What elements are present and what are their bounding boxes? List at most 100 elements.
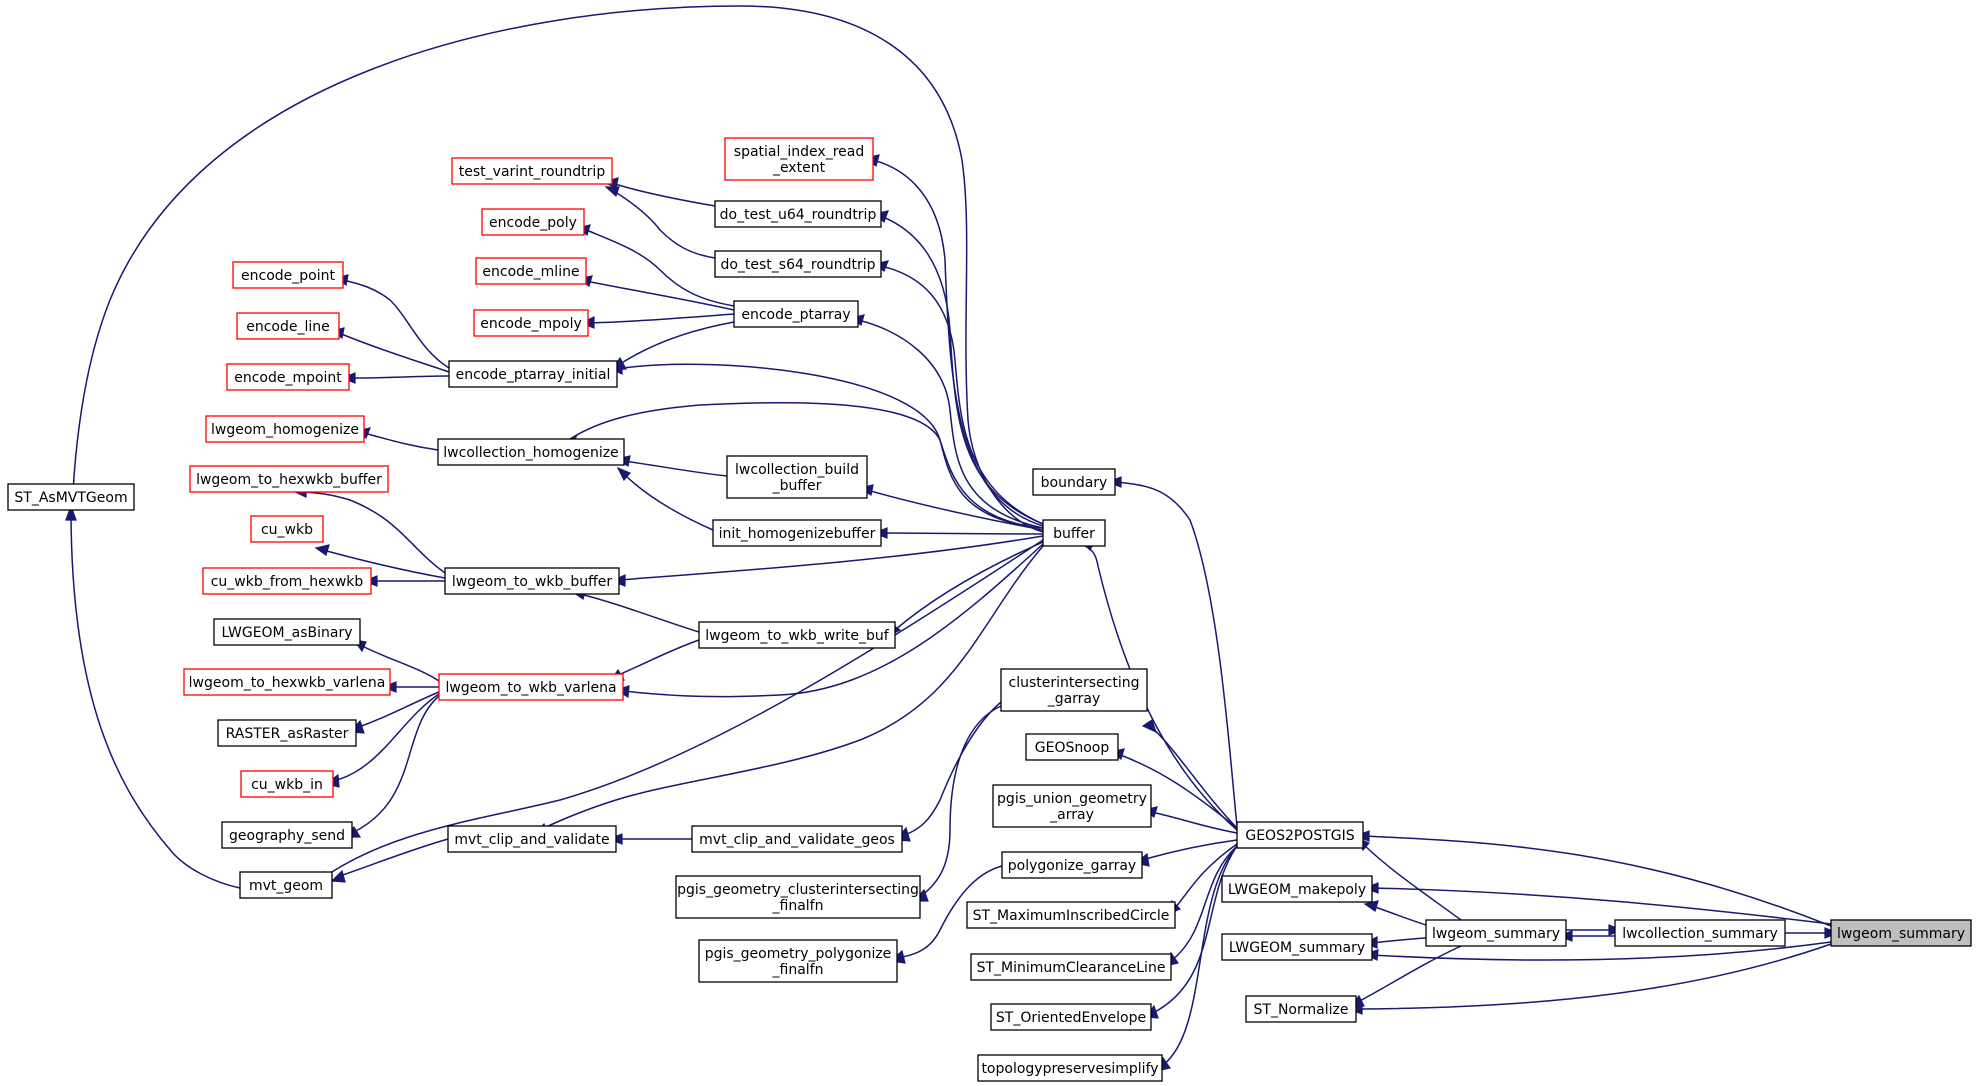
function-node-mvt_geom[interactable]: mvt_geom [239,871,333,899]
arrowhead-icon [616,466,631,482]
function-node-buffer[interactable]: buffer [1042,519,1106,547]
node-label: lwcollection_homogenize [443,445,618,461]
function-node-lwcollection_summary[interactable]: lwcollection_summary [1614,919,1786,947]
node-box [1000,668,1148,712]
node-label: lwcollection_summary [1622,926,1778,942]
function-node-cu_wkb_from_hexwkb[interactable]: cu_wkb_from_hexwkb [202,567,372,595]
function-node-spatial_index_read_extent[interactable]: spatial_index_read_extent [724,137,874,181]
edge-line [901,701,1002,837]
function-node-pgis_geometry_polygonize_finalfn[interactable]: pgis_geometry_polygonize_finalfn [698,939,898,983]
node-label: cu_wkb_from_hexwkb [211,574,364,590]
nodes-layer: ST_AsMVTGeom mvt_geom test_varint_roundtri… [7,137,1972,1082]
function-node-do_test_u64_roundtrip[interactable]: do_test_u64_roundtrip [714,200,882,228]
edge-line [70,509,241,889]
call-edge-buffer-to-init_homogenizebuffer [872,527,1044,539]
function-node-lwcollection_homogenize[interactable]: lwcollection_homogenize [437,438,625,466]
edge-line [342,279,450,369]
function-node-do_test_s64_roundtrip[interactable]: do_test_s64_roundtrip [714,250,882,278]
function-node-st_orientedenvelope[interactable]: ST_OrientedEnvelope [990,1003,1152,1031]
function-node-test_varint_roundtrip[interactable]: test_varint_roundtrip [451,157,613,185]
function-node-topologypreservesimplify[interactable]: topologypreservesimplify [977,1054,1163,1082]
function-node-lwgeom_to_wkb_write_buf[interactable]: lwgeom_to_wkb_write_buf [698,621,896,649]
edge-line [880,215,1044,525]
edge-line [1141,839,1238,861]
function-node-lwgeom_summary_caller[interactable]: LWGEOM_summary [1221,933,1373,961]
edge-line [348,375,450,379]
function-node-encode_mline[interactable]: encode_mline [475,257,587,285]
function-node-clusterintersecting_garray[interactable]: clusterintersecting_garray [1000,668,1148,712]
function-node-lwgeom_to_wkb_varlena[interactable]: lwgeom_to_wkb_varlena [438,673,624,701]
node-label: GEOSnoop [1035,740,1110,756]
node-box [977,1054,1163,1082]
node-label: mvt_clip_and_validate_geos [699,832,895,848]
function-node-pgis_union_geometry_array[interactable]: pgis_union_geometry_array [992,784,1152,828]
arrowhead-icon [330,869,346,883]
function-node-pgis_geometry_clusterintersecting_finalfn[interactable]: pgis_geometry_clusterintersecting_finalf… [675,875,921,919]
function-node-lwgeom_asbinary[interactable]: LWGEOM_asBinary [213,618,361,646]
call-edge-lwgeom_summary_mid-to-lwgeom_summary_caller [1363,936,1427,949]
function-node-encode_mpoly[interactable]: encode_mpoly [473,309,589,337]
function-node-lwgeom_homogenize[interactable]: lwgeom_homogenize [205,415,365,443]
node-box [226,363,350,391]
node-box [7,483,135,511]
node-box [451,157,613,185]
call-edge-mvt_clip_and_validate_geos-to-mvt_clip_and_validate [607,833,692,845]
node-label: _buffer [772,478,822,494]
function-node-raster_asraster[interactable]: RASTER_asRaster [217,719,357,747]
call-edge-buffer-to-mvt_geom [317,539,1044,887]
edge-line [1114,481,1238,827]
function-node-lwcollection_build_buffer[interactable]: lwcollection_build_buffer [726,455,868,499]
function-node-cu_wkb_in[interactable]: cu_wkb_in [240,770,334,798]
node-label: LWGEOM_summary [1229,940,1365,956]
node-label: lwgeom_summary [1837,926,1965,942]
function-node-encode_poly[interactable]: encode_poly [481,208,585,236]
function-node-boundary[interactable]: boundary [1032,468,1116,496]
function-node-lwgeom_makepoly[interactable]: LWGEOM_makepoly [1221,875,1373,903]
edge-line [1174,843,1238,909]
call-edge-buffer-to-do_test_u64_roundtrip [873,210,1044,525]
node-label: _finalfn [772,962,824,978]
function-node-st_minimumclearanceline[interactable]: ST_MinimumClearanceLine [970,953,1172,981]
function-node-st_maximuminscribedcircle[interactable]: ST_MaximumInscribedCircle [966,901,1176,929]
function-node-init_homogenizebuffer[interactable]: init_homogenizebuffer [712,519,882,547]
edge-line [299,491,446,574]
node-label: cu_wkb_in [251,777,323,793]
call-edge-lwgeom_to_wkb_write_buf-to-lwgeom_to_wkb_buffer [571,588,700,633]
call-edge-geos2postgis-to-boundary [1106,476,1238,827]
function-node-geossnoop[interactable]: GEOSnoop [1025,733,1119,761]
function-node-st_asmvtgeom[interactable]: ST_AsMVTGeom [7,483,135,511]
function-node-encode_ptarray_initial[interactable]: encode_ptarray_initial [448,360,618,388]
node-label: lwcollection_build [735,462,859,478]
edge-line [616,363,1044,529]
edge-line [351,695,440,834]
node-box [444,567,620,595]
function-node-encode_point[interactable]: encode_point [232,261,344,289]
node-label: _extent [772,160,826,176]
function-node-lwgeom_summary_root[interactable]: lwgeom_summary [1830,919,1972,947]
function-node-st_normalize[interactable]: ST_Normalize [1245,995,1357,1023]
function-node-geos2postgis[interactable]: GEOS2POSTGIS [1236,821,1364,849]
edge-line [615,639,700,677]
arrowhead-icon [314,544,330,556]
function-node-encode_line[interactable]: encode_line [236,312,340,340]
function-node-geography_send[interactable]: geography_send [221,821,353,849]
function-node-lwgeom_to_wkb_buffer[interactable]: lwgeom_to_wkb_buffer [444,567,620,595]
call-edge-geos2postgis-to-pgis_union_geometry_array [1142,806,1238,834]
call-edge-buffer-to-encode_ptarray [849,314,1044,529]
edge-line [71,5,1044,533]
node-label: cu_wkb [261,522,313,538]
function-node-polygonize_garray[interactable]: polygonize_garray [1001,851,1143,879]
function-node-cu_wkb[interactable]: cu_wkb [250,515,324,543]
edge-line [623,473,714,531]
node-box [1025,733,1119,761]
function-node-lwgeom_to_hexwkb_varlena[interactable]: lwgeom_to_hexwkb_varlena [183,668,391,696]
function-node-mvt_clip_and_validate_geos[interactable]: mvt_clip_and_validate_geos [691,825,903,853]
function-node-encode_ptarray[interactable]: encode_ptarray [733,300,859,328]
function-node-lwgeom_to_hexwkb_buffer[interactable]: lwgeom_to_hexwkb_buffer [189,465,389,493]
function-node-mvt_clip_and_validate[interactable]: mvt_clip_and_validate [447,825,617,853]
function-node-lwgeom_summary_mid[interactable]: lwgeom_summary [1425,919,1567,947]
node-box [1245,995,1357,1023]
edges-layer [65,5,1840,1072]
function-node-encode_mpoint[interactable]: encode_mpoint [226,363,350,391]
node-label: encode_poly [489,215,577,231]
